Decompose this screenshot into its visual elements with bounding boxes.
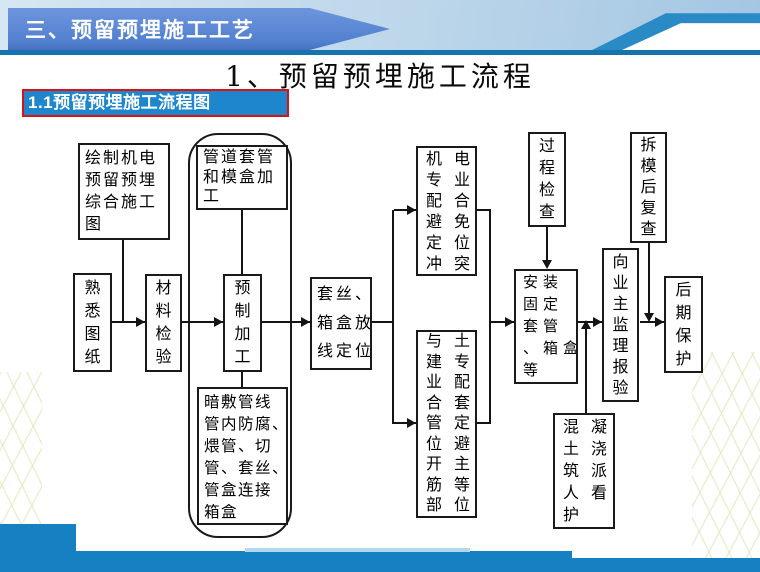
flow-box-owner-supervisor-report: 向业主监理报验 <box>602 248 639 402</box>
flow-arrowhead-up <box>581 320 591 329</box>
grid-watermark-left <box>0 372 42 524</box>
flow-arrowhead <box>301 317 310 327</box>
flow-box-concrete-pour-watch: 混凝 土浇 筑派 人看 护 <box>553 413 615 529</box>
flow-connector <box>262 321 310 323</box>
flow-connector <box>477 422 491 424</box>
flow-arrowhead <box>505 317 514 327</box>
flow-box-post-demold-recheck: 拆模后复查 <box>630 132 667 243</box>
flow-connector <box>372 321 394 323</box>
banner-title: 三、预留预埋施工工艺 <box>25 19 255 42</box>
flow-arrowhead-down <box>644 313 654 322</box>
flow-box-later-protection: 后期保护 <box>664 276 703 373</box>
flow-box-process-check: 过程检查 <box>528 132 566 227</box>
flow-connector <box>640 321 664 323</box>
flow-arrowhead <box>214 317 223 327</box>
flow-arrowhead <box>136 317 145 327</box>
flow-connector <box>648 243 650 315</box>
flow-arrowhead <box>655 317 664 327</box>
flow-connector <box>477 209 491 211</box>
section-label: 1.1预留预埋施工流程图 <box>22 89 289 117</box>
flow-connector <box>392 210 394 424</box>
flow-arrowhead-down <box>542 260 552 269</box>
flow-box-install-fix: 安装 固定 套管 、箱盒 等 <box>514 269 578 384</box>
flow-connector <box>241 210 243 274</box>
flow-box-me-coordination: 机电 专业 配合 避免 定位 冲突 <box>416 146 477 276</box>
flow-connector <box>122 240 124 323</box>
flow-arrowhead <box>593 317 602 327</box>
header-divider-rule <box>0 50 760 55</box>
flow-box-material-check: 材料检验 <box>145 274 182 372</box>
flow-arrowhead <box>407 205 416 215</box>
grid-watermark-right <box>692 352 760 560</box>
flow-box-read-drawings: 熟悉图纸 <box>73 273 112 372</box>
flow-arrowhead <box>407 418 416 428</box>
flow-connector <box>241 372 243 387</box>
flow-connector <box>182 321 223 323</box>
flow-box-sleeve-mold-making: 管道套管 和模盒加 工 <box>196 145 288 210</box>
bottom-bar-light-strip <box>245 548 470 552</box>
title-banner-arrow: 三、预留预埋施工工艺 <box>8 8 390 50</box>
flow-box-concealed-conduit-work: 暗敷管线 管内防腐、 煨管、切 管、套丝、 管盒连接 箱盒 <box>197 387 288 525</box>
slide-subtitle: 1、预留预埋施工流程 <box>225 60 535 93</box>
flow-connector <box>394 209 416 211</box>
flow-connector <box>491 321 514 323</box>
flow-box-draw-plan: 绘制机电 预留预埋 综合施工 图 <box>78 143 170 240</box>
flow-connector <box>394 422 416 424</box>
bottom-bar <box>0 558 760 572</box>
prefab-group-outline <box>188 133 292 538</box>
flow-box-thread-box-layout: 套丝、 箱盒放 线定位 <box>310 277 372 370</box>
flow-box-prefabrication: 预制加工 <box>223 274 262 372</box>
flow-connector <box>546 227 548 264</box>
flow-connector <box>112 321 146 323</box>
flow-connector <box>489 209 491 424</box>
flow-connector <box>585 327 587 413</box>
flow-box-civil-coordination: 与土 建专 业配 合套 管定 位避 开主 筋等 部位 <box>416 330 477 518</box>
